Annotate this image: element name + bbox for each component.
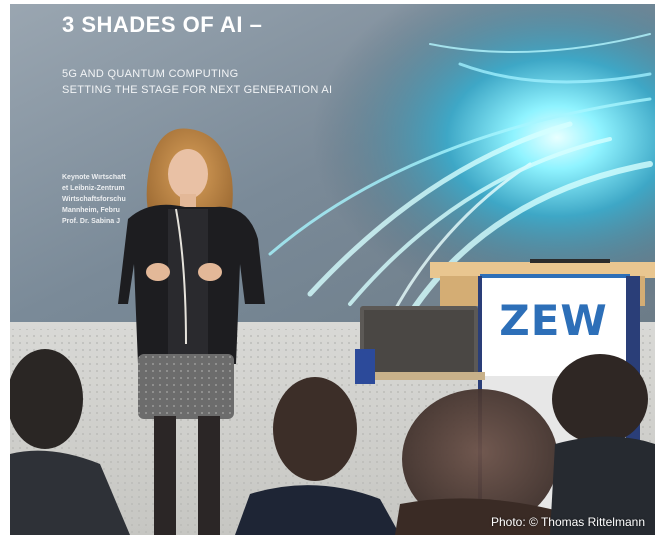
slide-note-line: Mannheim, Febru bbox=[62, 207, 120, 214]
photo-scene bbox=[10, 4, 655, 535]
lectern-logo: ZEW bbox=[499, 296, 608, 345]
audience bbox=[10, 349, 655, 535]
photo-credit: Photo: © Thomas Rittelmann bbox=[490, 515, 645, 529]
slide-note-line: Wirtschaftsforschu bbox=[62, 196, 126, 203]
slide-note-line: Prof. Dr. Sabina J bbox=[62, 218, 120, 225]
slide-subtitle: 5G AND QUANTUM COMPUTING SETTING THE STA… bbox=[62, 66, 332, 98]
speaker bbox=[118, 128, 265, 535]
slide-note-line: et Leibniz-Zentrum bbox=[62, 185, 125, 192]
laptop bbox=[355, 306, 485, 384]
slide-note-line: Keynote Wirtschaft bbox=[62, 174, 126, 181]
slide-title: 3 SHADES OF AI – bbox=[62, 12, 263, 37]
photo: 3 SHADES OF AI – 5G AND QUANTUM COMPUTIN… bbox=[10, 4, 655, 535]
slide-notes: Keynote Wirtschaft et Leibniz-Zentrum Wi… bbox=[62, 172, 157, 227]
light-streaks bbox=[268, 33, 653, 321]
slide-subtitle-line-1: 5G AND QUANTUM COMPUTING bbox=[62, 68, 239, 80]
slide-subtitle-line-2: SETTING THE STAGE FOR NEXT GENERATION AI bbox=[62, 84, 333, 96]
